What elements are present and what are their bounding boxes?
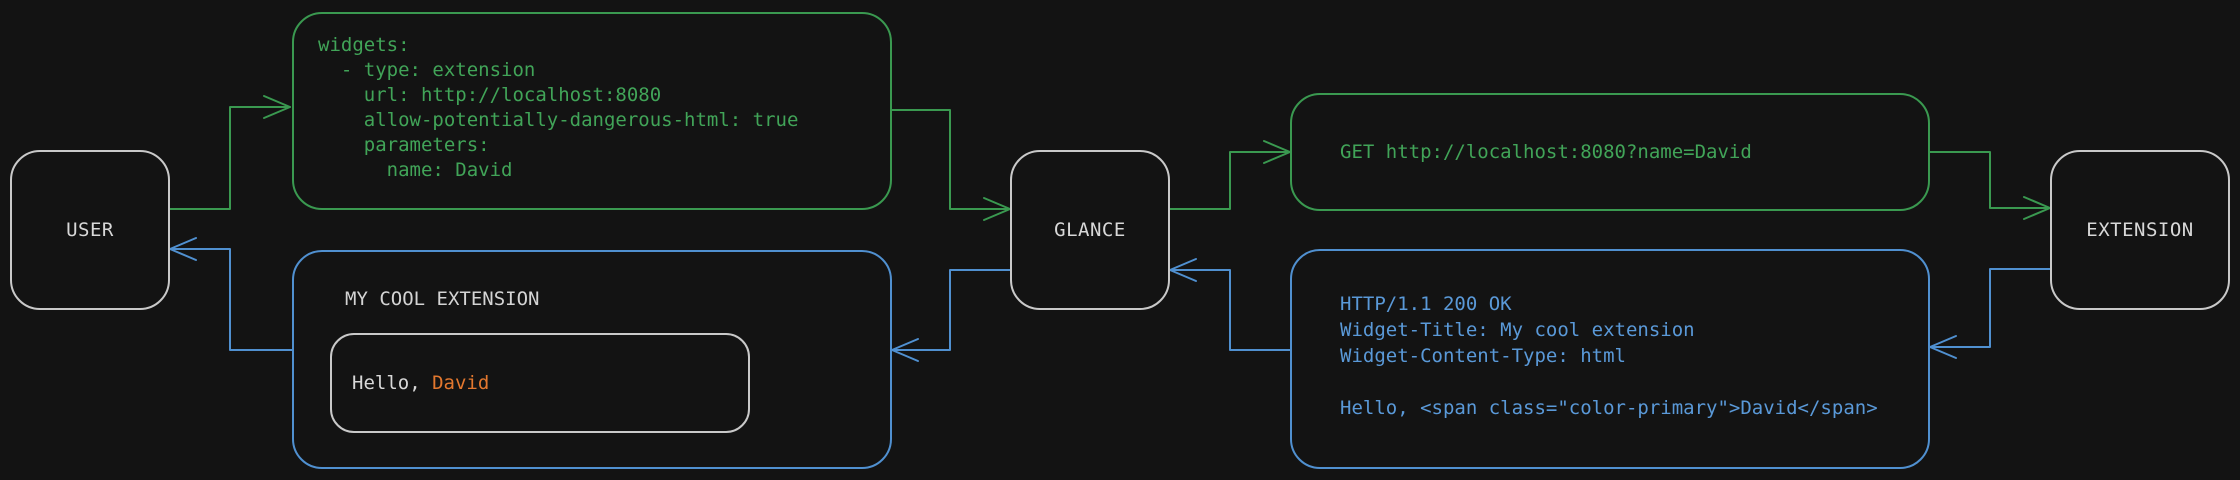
- http-request-box: GET http://localhost:8080?name=David: [1290, 93, 1930, 211]
- node-user-label: USER: [66, 219, 114, 241]
- widget-preview-box: Hello, David: [330, 333, 750, 433]
- connector-response-to-glance: [1169, 258, 1291, 351]
- response-line: [1340, 369, 1928, 395]
- arrowhead-left-icon: [1169, 258, 1197, 282]
- node-glance: GLANCE: [1010, 150, 1170, 310]
- response-line: Hello, <span class="color-primary">David…: [1340, 397, 1878, 419]
- greeting-name: David: [432, 372, 490, 394]
- widget-result-box: MY COOL EXTENSION Hello, David: [292, 250, 892, 469]
- response-line: Widget-Content-Type: html: [1340, 345, 1626, 367]
- connector-extension-to-response: [1929, 268, 2051, 359]
- connector-config-to-glance: [891, 109, 1011, 221]
- connector-widget-to-user: [169, 237, 293, 351]
- node-extension-label: EXTENSION: [2086, 219, 2194, 241]
- arrowhead-left-icon: [1929, 335, 1957, 359]
- config-yaml-box: widgets: - type: extension url: http://l…: [292, 12, 892, 210]
- response-line: HTTP/1.1 200 OK: [1340, 293, 1512, 315]
- greeting-text: Hello,: [352, 372, 433, 394]
- connector-glance-to-request: [1169, 140, 1291, 210]
- arrowhead-left-icon: [169, 237, 197, 261]
- config-line: allow-potentially-dangerous-html: true: [318, 109, 799, 131]
- connector-request-to-extension: [1929, 151, 2051, 220]
- response-line: Widget-Title: My cool extension: [1340, 319, 1695, 341]
- widget-title: MY COOL EXTENSION: [345, 288, 540, 310]
- config-line: parameters:: [318, 134, 490, 156]
- http-response-box: HTTP/1.1 200 OK Widget-Title: My cool ex…: [1290, 249, 1930, 469]
- connector-glance-to-widget: [891, 269, 1011, 362]
- node-extension: EXTENSION: [2050, 150, 2230, 310]
- config-line: url: http://localhost:8080: [318, 84, 662, 106]
- connector-user-to-config: [169, 95, 291, 210]
- config-line: widgets:: [318, 34, 410, 56]
- arrowhead-right-icon: [263, 95, 291, 119]
- config-line: name: David: [318, 159, 513, 181]
- request-line: GET http://localhost:8080?name=David: [1340, 140, 1752, 163]
- config-line: - type: extension: [318, 59, 536, 81]
- node-glance-label: GLANCE: [1054, 219, 1126, 241]
- arrowhead-left-icon: [891, 338, 919, 362]
- node-user: USER: [10, 150, 170, 310]
